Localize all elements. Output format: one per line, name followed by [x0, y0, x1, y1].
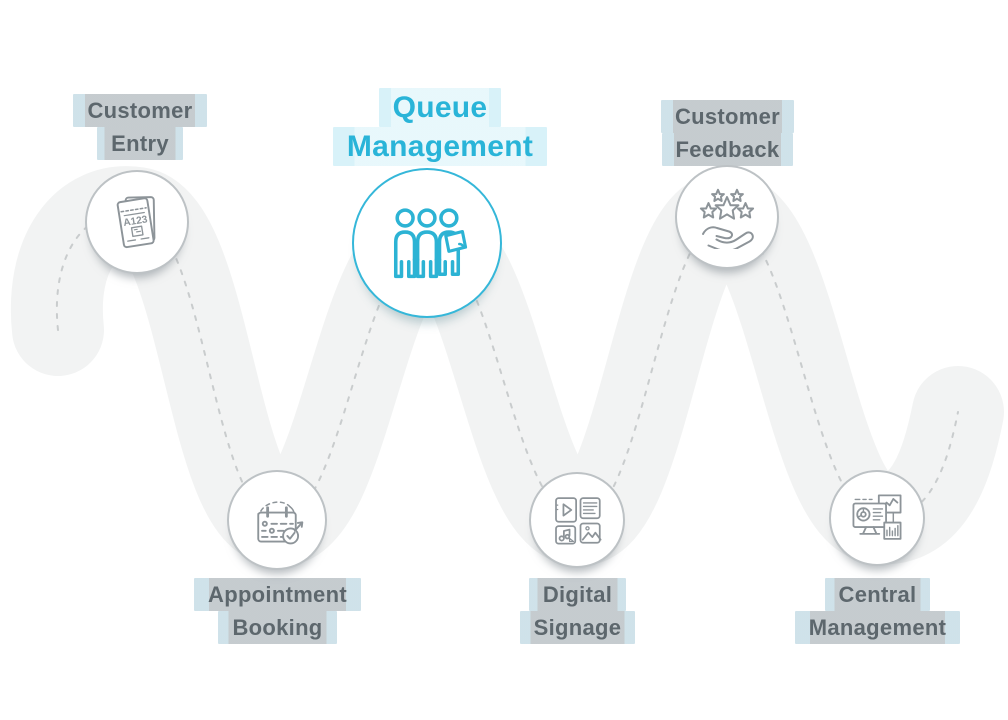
node-central-management [829, 470, 925, 566]
label-line-1: Queue [378, 88, 502, 127]
appointment-calendar-icon [257, 501, 304, 545]
node-appointment-booking [227, 470, 327, 570]
label-line-1: Customer [73, 94, 207, 127]
ticket-number-text: A123 [123, 214, 149, 229]
analytics-monitor-icon [852, 494, 902, 540]
label-line-2: Feedback [661, 133, 794, 166]
label-line-1: Customer [660, 100, 795, 133]
label-queue-management: Queue Management [320, 88, 560, 166]
flow-path [10, 166, 1004, 566]
media-content-icon [555, 497, 602, 545]
queue-people-icon [393, 208, 468, 279]
label-customer-entry: Customer Entry [55, 94, 225, 160]
label-line-1: Digital [528, 578, 627, 611]
label-customer-feedback: Customer Feedback [640, 100, 815, 166]
label-line-1: Appointment [194, 578, 361, 611]
node-queue-management [352, 168, 502, 318]
label-appointment-booking: Appointment Booking [190, 578, 365, 644]
label-digital-signage: Digital Signage [490, 578, 665, 644]
node-customer-entry: A123 [85, 170, 189, 274]
flow-dashed-line [55, 211, 959, 522]
label-line-1: Central [824, 578, 931, 611]
node-customer-feedback [675, 165, 779, 269]
label-line-2: Signage [519, 611, 636, 644]
feedback-stars-hand-icon [695, 185, 759, 249]
label-line-2: Management [794, 611, 961, 644]
label-central-management: Central Management [785, 578, 970, 644]
label-line-2: Management [332, 127, 548, 166]
label-line-2: Booking [218, 611, 337, 644]
queue-ticket-icon: A123 [116, 196, 156, 249]
node-digital-signage [529, 472, 625, 568]
label-line-2: Entry [97, 127, 183, 160]
